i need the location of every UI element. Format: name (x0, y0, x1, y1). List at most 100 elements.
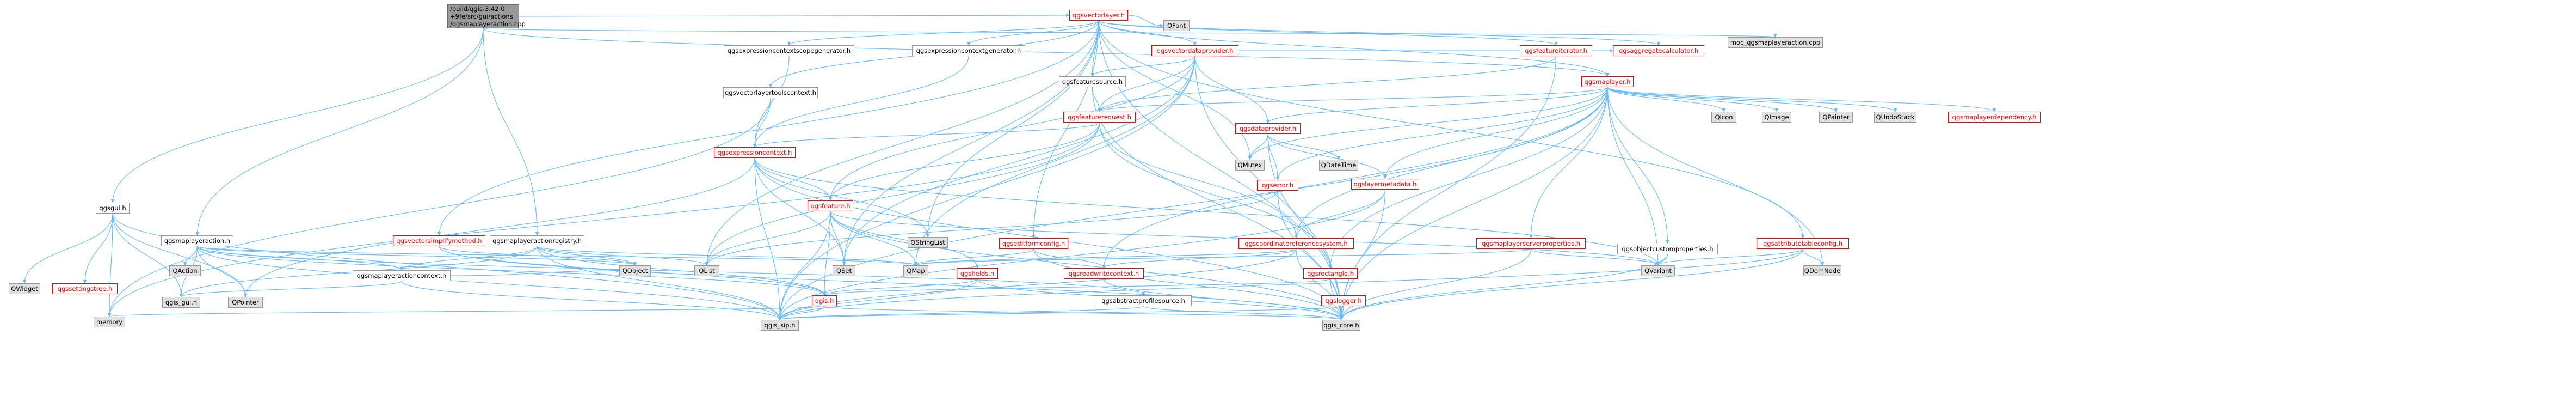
dependency-edge (823, 278, 1331, 296)
include-node-qgsmaplayeractioncontext[interactable]: qgsmaplayeractioncontext.h (353, 270, 451, 281)
node-label: /build/qgis-3.42.0 +9fe/src/gui/actions … (450, 5, 526, 28)
root-file-node[interactable]: /build/qgis-3.42.0 +9fe/src/gui/actions … (447, 4, 526, 28)
include-node-qgsvectorlayertoolscontext[interactable]: qgsvectorlayertoolscontext.h (723, 87, 818, 98)
node-label: qgis.h (815, 297, 834, 305)
node-label: qgis_gui.h (165, 299, 198, 306)
include-node-qgsdataprovider[interactable]: qgsdataprovider.h (1235, 123, 1301, 134)
dependency-edge (778, 211, 831, 320)
node-label: qgsmaplayerserverproperties.h (1481, 240, 1581, 247)
include-node-qgsfields[interactable]: qgsfields.h (957, 268, 998, 279)
dependency-edge (1383, 87, 1608, 179)
dependency-edge (108, 306, 825, 317)
node-label: qgsmaplayeractioncontext.h (356, 272, 447, 279)
dependency-edge (195, 28, 484, 236)
include-node-qundostack: QUndoStack (1874, 112, 1916, 123)
include-node-qgsfeaturerequest[interactable]: qgsfeaturerequest.h (1063, 112, 1136, 123)
dependency-edge (787, 20, 1099, 46)
dependency-edge (778, 278, 978, 320)
dependency-edge (399, 246, 538, 271)
include-node-qgsrectangle[interactable]: qgsrectangle.h (1303, 268, 1358, 279)
include-node-qgis_sip: qgis_sip.h (761, 320, 799, 331)
include-node-moc: moc_qgsmaplayeraction.cpp (1728, 37, 1823, 48)
dependency-edge (753, 56, 969, 148)
include-node-qgsobjectcustomproperties[interactable]: qgsobjectcustomproperties.h (1617, 244, 1718, 254)
include-node-qgslogger[interactable]: qgslogger.h (1321, 295, 1366, 306)
include-node-qpointer: QPointer (228, 297, 263, 308)
dependency-edge (1607, 87, 1996, 112)
include-node-qgsexpressioncontext[interactable]: qgsexpressioncontext.h (714, 147, 796, 158)
include-node-qgsattributetableconfig[interactable]: qgsattributetableconfig.h (1757, 238, 1849, 249)
include-node-qgsmaplayerserverproperties[interactable]: qgsmaplayerserverproperties.h (1476, 238, 1586, 249)
dependency-edge (1098, 20, 1610, 77)
node-label: qgsreadwritecontext.h (1068, 270, 1139, 277)
dependency-edge (179, 281, 402, 297)
dependency-edge (966, 20, 1099, 46)
dependency-edge (107, 213, 113, 317)
node-label: QIcon (1715, 113, 1733, 121)
dependency-edge (196, 246, 1145, 296)
include-node-qicon: QIcon (1711, 112, 1736, 123)
node-label: QList (699, 267, 715, 275)
node-label: qgslayermetadata.h (1353, 180, 1417, 188)
dependency-edge (778, 87, 1608, 320)
include-node-qgsmaplayeractionregistry[interactable]: qgsmaplayeractionregistry.h (490, 235, 584, 246)
include-node-qgslayermetadata[interactable]: qgslayermetadata.h (1351, 179, 1419, 190)
dependency-edge (1267, 133, 1341, 160)
dependency-edge (537, 246, 918, 266)
dependency-edge (196, 246, 637, 266)
include-node-qgis[interactable]: qgis.h (812, 295, 837, 306)
include-node-qgsreadwritecontext[interactable]: qgsreadwritecontext.h (1064, 268, 1144, 279)
dependency-edge (1098, 56, 1557, 112)
include-node-qgsexprgen[interactable]: qgsexpressioncontextgenerator.h (912, 45, 1025, 56)
include-node-qgscrs[interactable]: qgscoordinatereferencesystem.h (1238, 238, 1354, 249)
include-node-qgsvectorlayer[interactable]: qgsvectorlayer.h (1069, 10, 1128, 21)
dependency-edge (450, 269, 620, 276)
include-node-qvariant: QVariant (1641, 265, 1675, 276)
node-label: QAction (172, 267, 198, 275)
include-node-qgsvectorsimplifymethod[interactable]: qgsvectorsimplifymethod.h (393, 235, 485, 246)
include-node-qgsgui[interactable]: qgsgui.h (96, 203, 130, 214)
dependency-edge (830, 211, 1344, 320)
dependency-edge (1098, 20, 1558, 46)
include-node-qaction: QAction (169, 265, 201, 276)
include-node-qgssettingstree[interactable]: qgssettingstree.h (52, 283, 118, 294)
include-node-qobject: QObject (619, 265, 651, 276)
node-label: QStringList (910, 239, 945, 246)
include-node-qfont: QFont (1163, 20, 1190, 31)
include-node-qgsfeaturesource[interactable]: qgsfeaturesource.h (1059, 76, 1126, 87)
include-node-qgsexprscopegen[interactable]: qgsexpressioncontextscopegenerator.h (724, 45, 854, 56)
dependency-edge (830, 211, 979, 269)
include-node-qgsmaplayeraction2[interactable]: qgsmaplayeraction.h (161, 235, 233, 246)
include-node-qgsfeature[interactable]: qgsfeature.h (808, 200, 853, 211)
node-label: qgsmaplayeractionregistry.h (492, 237, 582, 245)
include-node-qgsmaplayerdependency[interactable]: qgsmaplayerdependency.h (1948, 112, 2041, 123)
include-node-qgsvectordataprovider[interactable]: qgsvectordataprovider.h (1151, 45, 1238, 56)
include-node-qgserror[interactable]: qgserror.h (1257, 180, 1298, 191)
include-node-qgsfeatureiterator[interactable]: qgsfeatureiterator.h (1520, 45, 1592, 56)
node-label: qgscoordinatereferencesystem.h (1244, 240, 1348, 247)
node-label: qgsgui.h (99, 204, 126, 212)
dependency-edge (401, 281, 782, 320)
node-label: qgsexpressioncontext.h (717, 149, 792, 156)
dependency-edge (196, 246, 917, 266)
dependency-edge (1032, 20, 1099, 239)
include-node-qgseditformconfig[interactable]: qgseditformconfig.h (999, 238, 1068, 249)
dependency-edge (754, 157, 930, 238)
dependency-edge (1266, 87, 1608, 124)
include-node-qgsmaplayer[interactable]: qgsmaplayer.h (1581, 76, 1634, 87)
dependency-edge (1098, 87, 1608, 112)
node-label: qgssettingstree.h (57, 285, 113, 293)
include-node-qgsaggregatecalculator[interactable]: qgsaggregatecalculator.h (1613, 45, 1704, 56)
dependency-edge (537, 246, 827, 296)
dependency-edge (22, 213, 113, 284)
node-label: QMap (907, 267, 925, 275)
dependency-edge (1090, 56, 1195, 77)
dependency-edge (112, 213, 183, 297)
dependency-edge (1339, 248, 1532, 320)
dependency-edge (914, 248, 1532, 266)
node-label: qgsfeature.h (810, 202, 851, 210)
node-label: qgsvectorlayertoolscontext.h (725, 89, 816, 96)
include-node-qimage: QImage (1762, 112, 1791, 123)
include-node-qgsabstractprofilesource[interactable]: qgsabstractprofilesource.h (1095, 295, 1192, 306)
node-label: qgis_sip.h (764, 321, 796, 329)
